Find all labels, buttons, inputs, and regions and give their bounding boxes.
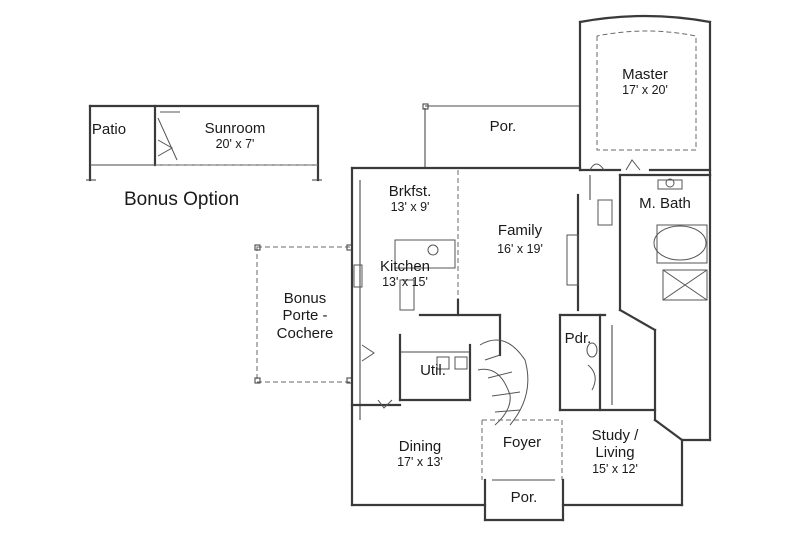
room-label-master: Master 17' x 20' (600, 66, 690, 98)
room-label-porch-rear: Por. (478, 118, 528, 135)
rear-porch-outline (422, 103, 580, 168)
util-name: Util. (420, 362, 446, 379)
family-size: 16' x 19' (497, 242, 543, 257)
room-label-pdr: Pdr. (558, 330, 598, 347)
patio-name: Patio (91, 121, 127, 138)
interior-walls (350, 170, 712, 480)
main-house-walls (350, 166, 712, 507)
master-suite-walls (578, 14, 712, 177)
porch-front-name: Por. (510, 489, 538, 506)
dining-size: 17' x 13' (397, 455, 443, 470)
foyer-name: Foyer (502, 434, 542, 451)
master-name: Master (622, 66, 668, 83)
room-label-foyer: Foyer (492, 434, 552, 451)
brkfst-name: Brkfst. (388, 183, 432, 200)
room-label-patio: Patio (84, 121, 134, 138)
room-label-porch-front: Por. (497, 489, 551, 506)
room-label-util: Util. (408, 362, 458, 379)
porch-rear-name: Por. (489, 118, 517, 135)
bonus-option-title: Bonus Option (124, 189, 240, 210)
bonus-porte-line2: Porte - (282, 307, 328, 325)
room-label-kitchen: Kitchen 13' x 15' (365, 258, 445, 290)
bonus-porte-line1: Bonus (283, 290, 327, 307)
room-label-study-living: Study / Living 15' x 12' (570, 427, 660, 476)
study-size: 15' x 12' (592, 461, 638, 476)
kitchen-name: Kitchen (379, 258, 431, 275)
bonus-porte-line3: Cochere (276, 324, 334, 342)
bonus-sunroom-wing (86, 104, 322, 182)
brkfst-size: 13' x 9' (390, 200, 430, 215)
master-size: 17' x 20' (622, 83, 668, 98)
study-line1: Study / (591, 427, 639, 444)
room-label-brkfst: Brkfst. 13' x 9' (370, 183, 450, 215)
room-label-dining: Dining 17' x 13' (375, 438, 465, 470)
study-line2: Living (595, 444, 635, 462)
kitchen-size: 13' x 15' (382, 275, 428, 290)
m-bath-name: M. Bath (639, 195, 691, 212)
dining-name: Dining (398, 438, 442, 455)
sunroom-name: Sunroom (204, 120, 266, 137)
pdr-name: Pdr. (564, 330, 592, 347)
front-porch-outline (483, 478, 565, 522)
room-label-bonus-porte-cochere: Bonus Porte - Cochere (260, 290, 350, 342)
room-label-m-bath: M. Bath (625, 195, 705, 212)
room-label-sunroom: Sunroom 20' x 7' (180, 120, 290, 152)
sunroom-size: 20' x 7' (215, 137, 255, 152)
family-name: Family (497, 222, 543, 239)
room-label-family: Family 16' x 19' (480, 222, 560, 257)
